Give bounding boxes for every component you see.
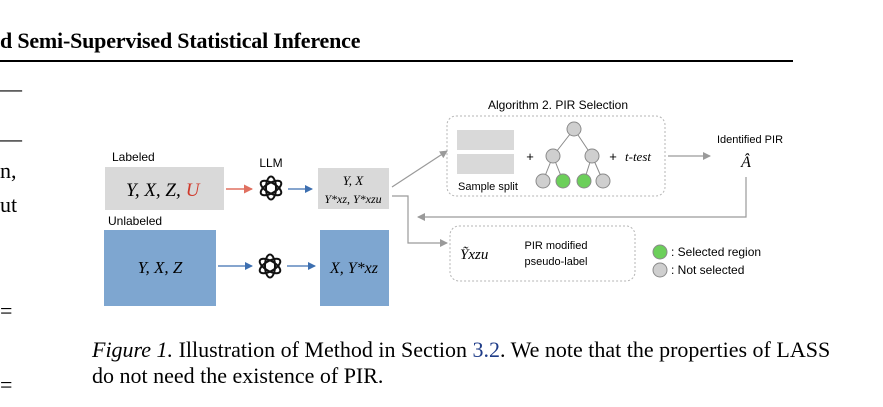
unlabeled-box [104, 230, 216, 306]
llm-icon [259, 175, 283, 201]
labeled-box [105, 167, 224, 210]
arrow-to-pseudo-label [392, 195, 448, 247]
unlabeled-title: Unlabeled [108, 214, 162, 228]
unlabeled-variables: Y, X, Z [138, 258, 183, 277]
identified-pir-label: Identified PIR [717, 134, 783, 146]
margin-fragment: n, [0, 158, 17, 183]
algorithm-box [446, 115, 666, 197]
labeled-output-box [318, 168, 389, 209]
tree-node [535, 173, 551, 189]
header-rule [0, 60, 793, 62]
sample-split-block [457, 130, 514, 150]
margin-fragment: — [0, 126, 22, 151]
margin-fragment: = [0, 298, 13, 323]
labeled-output-line1: Y, X [343, 173, 365, 188]
legend-not-selected-label: : Not selected [671, 263, 744, 277]
page-header-title: d Semi-Supervised Statistical Inference [0, 28, 361, 53]
margin-fragment: ut [0, 192, 18, 217]
method-figure: Algorithm 2. PIR Selection Sample split … [104, 98, 783, 306]
legend-selected-label: : Selected region [671, 245, 761, 259]
tree-node [595, 173, 611, 189]
plus-sign: + [609, 149, 617, 164]
section-reference-link[interactable]: 3.2 [472, 337, 500, 362]
labeled-output-line2: Y*xz, Y*xzu [324, 192, 381, 206]
pseudo-label-line2: pseudo-label [525, 256, 588, 268]
tree-node [584, 148, 600, 164]
t-test-label: t-test [625, 149, 651, 164]
unlabeled-output: X, Y*xz [329, 260, 379, 277]
margin-fragment: — [0, 76, 22, 101]
arrow-to-algorithm [391, 150, 448, 188]
caption-text: Illustration of Method in Section [173, 337, 473, 362]
legend-selected-swatch [652, 244, 668, 260]
llm-label: LLM [259, 156, 282, 170]
figure-number: Figure 1. [92, 337, 174, 362]
sample-split-block [457, 154, 514, 174]
caption-text: . We note that the properties of LASS do… [92, 337, 831, 388]
tree-node [566, 121, 582, 137]
pseudo-label-line1: PIR modified [525, 240, 588, 252]
margin-fragment: = [0, 372, 13, 397]
tree-node [545, 148, 561, 164]
unlabeled-output-box [320, 230, 389, 306]
identified-pir-symbol: Â [740, 152, 751, 171]
labeled-variables: Y, X, Z,U [126, 180, 201, 201]
sample-split-label: Sample split [458, 181, 518, 193]
labeled-title: Labeled [112, 150, 155, 164]
pseudo-label-symbol: Ỹxzu [460, 246, 488, 263]
legend-not-selected-swatch [652, 262, 668, 278]
feedback-arrow [417, 177, 747, 221]
tree-node-selected [576, 173, 592, 189]
figure-caption: Figure 1. Illustration of Method in Sect… [92, 337, 852, 389]
algorithm-title: Algorithm 2. PIR Selection [488, 98, 628, 112]
plus-sign: + [526, 149, 534, 164]
llm-icon [258, 253, 282, 279]
tree-node-selected [555, 173, 571, 189]
